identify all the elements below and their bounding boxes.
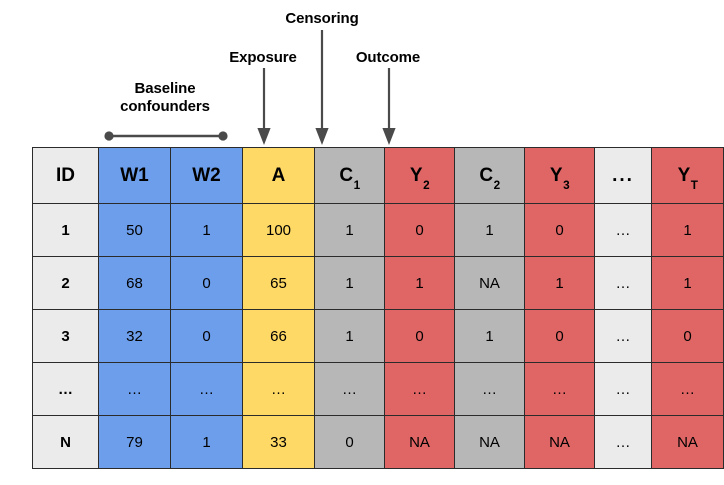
table-cell-c1: 1 (314, 309, 385, 363)
annotation-label-exposure: Exposure (229, 49, 297, 66)
table-cell-c2: NA (454, 415, 525, 469)
table-cell-c2: 1 (454, 203, 525, 257)
table-cell-yt: … (651, 362, 724, 416)
annotation-label-outcome: Outcome (355, 49, 421, 66)
censoring-arrow (315, 30, 329, 145)
table-header-cell-yt: YT (651, 147, 724, 204)
header-label: W2 (192, 164, 221, 186)
header-subscript: T (690, 179, 698, 193)
table-cell-c2: NA (454, 256, 525, 310)
header-label: ... (612, 164, 634, 186)
annotation-label-baseline-confounders: Baseline confounders (120, 80, 210, 115)
table-header-cell-y2: Y2 (384, 147, 455, 204)
table-cell-y2: 1 (384, 256, 455, 310)
table-cell-a: 66 (242, 309, 315, 363)
table-cell-w1: 79 (98, 415, 171, 469)
table-header-cell-c2: C2 (454, 147, 525, 204)
table-row: ………………………… (32, 362, 724, 416)
table-header-cell-id: ID (32, 147, 99, 204)
table-cell-w2: 1 (170, 415, 243, 469)
table-header-cell-w1: W1 (98, 147, 171, 204)
table-cell-w2: 0 (170, 309, 243, 363)
table-header-cell-a: A (242, 147, 315, 204)
baseline-confounders-bracket (104, 131, 228, 141)
header-label: Y (549, 164, 563, 186)
table-cell-w2: 0 (170, 256, 243, 310)
table-cell-dots: … (594, 415, 652, 469)
table-cell-a: 65 (242, 256, 315, 310)
table-cell-id: N (32, 415, 99, 469)
header-label: Y (409, 164, 423, 186)
table-cell-w1: … (98, 362, 171, 416)
table-cell-y3: NA (524, 415, 595, 469)
table-cell-y2: 0 (384, 309, 455, 363)
header-subscript: 1 (353, 179, 361, 193)
table-cell-c1: … (314, 362, 385, 416)
table-cell-a: 33 (242, 415, 315, 469)
table-cell-yt: 0 (651, 309, 724, 363)
table-cell-y2: NA (384, 415, 455, 469)
table-cell-yt: 1 (651, 203, 724, 257)
table-header-cell-c1: C1 (314, 147, 385, 204)
table-cell-id: … (32, 362, 99, 416)
table-cell-w1: 68 (98, 256, 171, 310)
table-header-cell-w2: W2 (170, 147, 243, 204)
table-cell-w2: … (170, 362, 243, 416)
table-cell-id: 3 (32, 309, 99, 363)
table-cell-y3: … (524, 362, 595, 416)
header-subscript: 3 (563, 179, 570, 193)
table-cell-c1: 1 (314, 256, 385, 310)
header-label: A (271, 164, 286, 186)
table-cell-dots: … (594, 256, 652, 310)
table-cell-c2: 1 (454, 309, 525, 363)
table-header-cell-dots: ... (594, 147, 652, 204)
table-cell-dots: … (594, 309, 652, 363)
table-cell-c2: … (454, 362, 525, 416)
table-cell-c1: 1 (314, 203, 385, 257)
table-cell-id: 2 (32, 256, 99, 310)
header-subscript: 2 (423, 179, 430, 193)
table-cell-yt: NA (651, 415, 724, 469)
table-cell-y2: 0 (384, 203, 455, 257)
table-cell-y2: … (384, 362, 455, 416)
table-cell-w1: 32 (98, 309, 171, 363)
header-label: W1 (120, 164, 149, 186)
table-cell-c1: 0 (314, 415, 385, 469)
table-header-cell-y3: Y3 (524, 147, 595, 204)
table-cell-w2: 1 (170, 203, 243, 257)
table-cell-a: … (242, 362, 315, 416)
table-cell-id: 1 (32, 203, 99, 257)
header-label: C (479, 164, 494, 186)
table-cell-y3: 1 (524, 256, 595, 310)
outcome-arrow (382, 68, 396, 145)
table-cell-a: 100 (242, 203, 315, 257)
table-cell-dots: … (594, 203, 652, 257)
table-cell-yt: 1 (651, 256, 724, 310)
annotation-label-censoring: Censoring (285, 10, 359, 27)
header-label: C (339, 164, 354, 186)
table-cell-dots: … (594, 362, 652, 416)
table-cell-y3: 0 (524, 203, 595, 257)
header-label: ID (56, 164, 75, 186)
exposure-arrow (257, 68, 271, 145)
table-cell-w1: 50 (98, 203, 171, 257)
header-subscript: 2 (493, 179, 501, 193)
table-cell-y3: 0 (524, 309, 595, 363)
header-label: Y (677, 164, 691, 186)
